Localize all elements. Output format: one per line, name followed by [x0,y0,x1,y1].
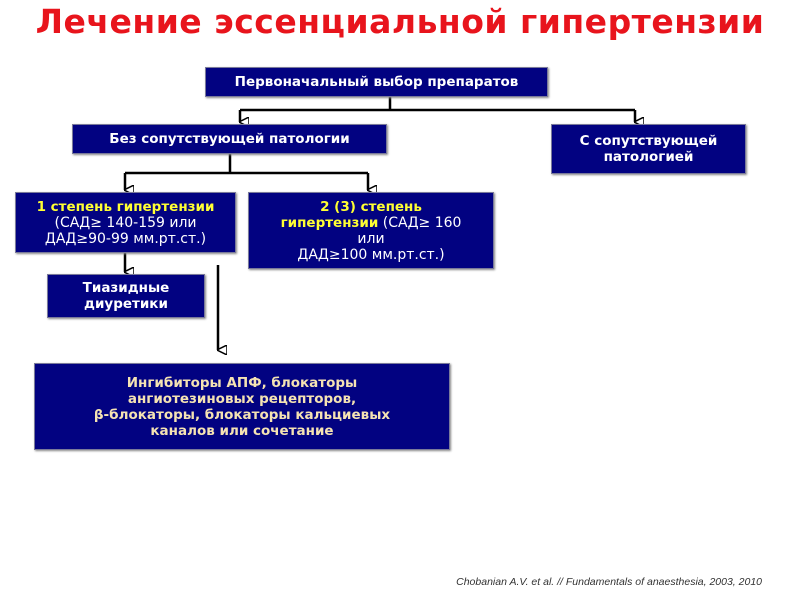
without-comorbidity-box: Без сопутствующей патологии [72,124,387,154]
inhibitors-line: Ингибиторы АПФ, блокаторы [126,374,358,391]
initial-choice-box: Первоначальный выбор препаратов [205,67,548,97]
with-comorbidity-box: С сопутствующей патологией [551,124,746,174]
stage2-box: 2 (3) степень гипертензии (САД≥ 160 или … [248,192,494,269]
stage1-title: 1 степень гипертензии [36,198,215,215]
slide-title: Лечение эссенциальной гипертензии [35,2,765,41]
citation: Chobanian A.V. et al. // Fundamentals of… [456,576,762,588]
stage2-detail: (САД≥ 160 [378,214,462,231]
inhibitors-box: Ингибиторы АПФ, блокаторы ангиотезиновых… [34,363,450,450]
inhibitors-line: ангиотезиновых рецепторов, [127,390,357,407]
thiazide-box: Тиазидные диуретики [47,274,205,318]
initial-choice-label: Первоначальный выбор препаратов [234,74,519,90]
without-comorbidity-label: Без сопутствующей патологии [109,131,350,147]
stage2-detail: ДАД≥100 мм.рт.ст.) [297,246,445,263]
connector-initial [240,97,635,112]
stage1-box: 1 степень гипертензии (САД≥ 140-159 или … [15,192,236,253]
stage2-title: гипертензии [280,214,379,231]
with-comorbidity-label: С сопутствующей патологией [579,133,718,165]
inhibitors-line: β-блокаторы, блокаторы кальциевых [93,406,391,423]
connector-without [125,154,368,175]
thiazide-label: Тиазидные диуретики [82,280,170,312]
stage1-detail: ДАД≥90-99 мм.рт.ст.) [44,230,207,247]
stage1-detail: (САД≥ 140-159 или [54,214,197,231]
stage2-detail: или [357,230,385,247]
inhibitors-line: каналов или сочетание [150,422,334,439]
stage2-title: 2 (3) степень [320,198,422,215]
